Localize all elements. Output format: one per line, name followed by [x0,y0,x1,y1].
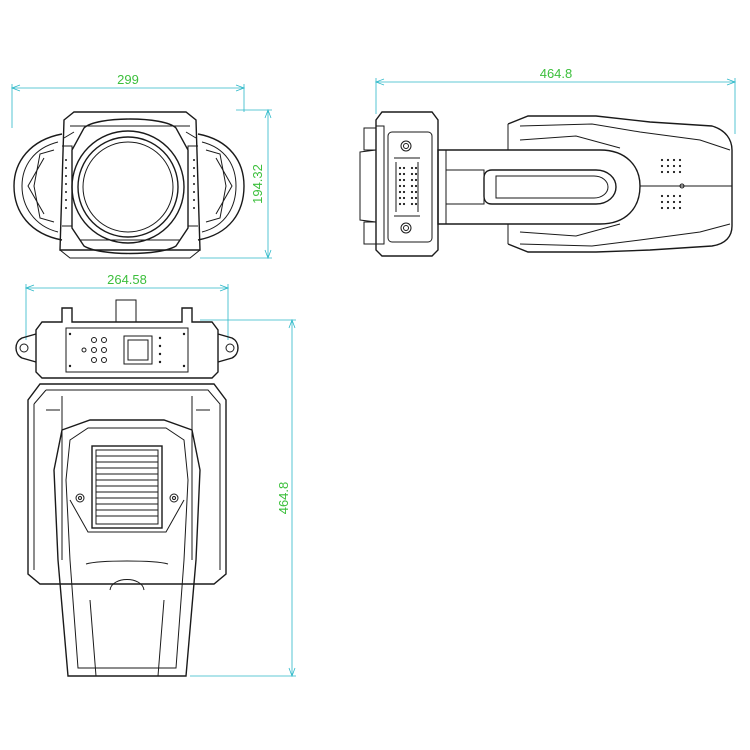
front-width-dimension: 299 [10,72,246,128]
front-view: 299 194.32 [10,72,272,260]
top-button-dots [68,332,186,368]
side-view: 464.8 [359,66,737,257]
side-length-dimension: 464.8 [374,66,737,134]
top-grille-lines [96,455,158,517]
front-height-label: 194.32 [250,164,265,204]
front-width-label: 299 [117,72,139,87]
top-view: 264.58 464.8 [15,272,296,678]
top-width-dimension: 264.58 [24,272,230,340]
side-head-vent-dots [660,158,682,210]
front-height-dimension: 194.32 [200,108,272,260]
top-length-dimension: 464.8 [190,318,296,678]
top-width-label: 264.58 [107,272,147,287]
front-vent-dots [65,159,195,209]
side-length-label: 464.8 [540,66,573,81]
top-length-label: 464.8 [276,482,291,515]
side-panel-dots [398,166,418,206]
